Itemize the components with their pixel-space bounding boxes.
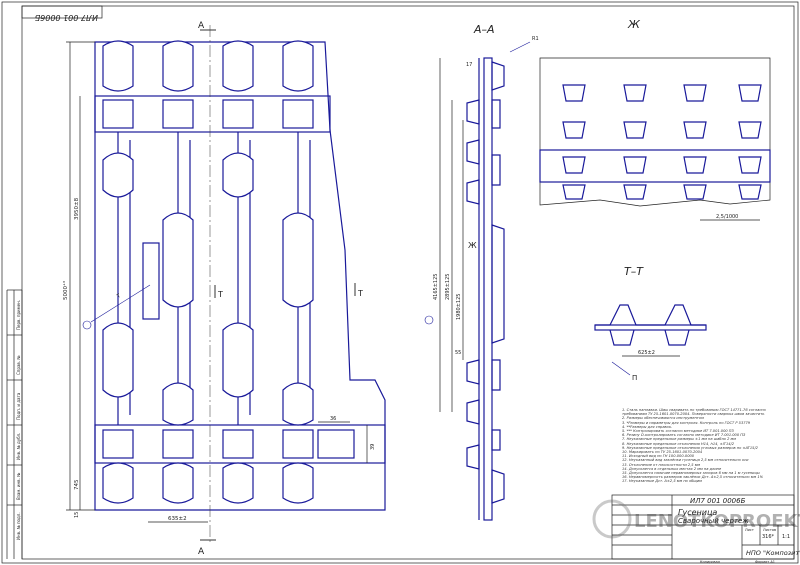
plan-view: А А Т Т Т	[82, 21, 386, 557]
dim-635: 635±2	[168, 516, 187, 522]
note-line: 16. Неравномерность размеров заклёпок Дс…	[622, 475, 764, 480]
title-sheets-label: Листов	[763, 528, 776, 532]
watermark-emblem	[592, 499, 632, 539]
dim-angle: 2,5/1000	[716, 214, 738, 220]
technical-notes: 1. Сталь наплавки. Швы сваривать по треб…	[622, 408, 792, 484]
plan-dimensions: 5000⁺³ 3950±8 745 15 635±2 36 39	[62, 41, 376, 523]
dim-36: 36	[330, 416, 336, 422]
section-tt-view: Т–Т 625±2 П	[594, 265, 707, 382]
note-line: 8. Неуказанные предельные отклонения Н14…	[622, 441, 735, 446]
strip-label-5: Взам. инв. №	[16, 473, 21, 500]
track-outline	[94, 41, 386, 511]
dim-1980: 1980±125	[456, 294, 462, 320]
dim-p: П	[632, 374, 637, 382]
corner-stamp-code: ИЛ7 001 0006Б	[34, 13, 98, 22]
section-aa-view: А–А 4165±125 2895±125 1980±125 55 R1 17	[424, 23, 539, 521]
notes-list: 1. Сталь наплавки. Швы сваривать по треб…	[622, 408, 792, 484]
watermark: LENOTKOPROEKT	[592, 499, 800, 539]
title-mass: 316*	[762, 534, 775, 540]
note-line: 15. Допускается наличие неравномерных за…	[622, 471, 760, 476]
strip-label-3: Подп. и дата	[16, 392, 21, 420]
view-zh-title: Ж	[627, 18, 641, 31]
note-line: 13. Отклонение от плоскостности 2,5 мм	[622, 462, 701, 467]
title-block: ИЛ7 001 0006Б Гусеница Сварочный чертеж …	[611, 494, 800, 564]
title-name-2: Сварочный чертеж	[678, 517, 749, 525]
strip-label-2: Справ. №	[16, 356, 21, 375]
corner-stamp: ИЛ7 001 0006Б	[21, 5, 103, 22]
note-line: 3. *Размеры и параметры для контроля. Ко…	[622, 420, 751, 425]
cut-a-bottom: А	[198, 547, 205, 557]
strip-label-6: Инв. № подл.	[16, 512, 21, 540]
top-crossbar	[94, 95, 331, 133]
title-scale: 1:1	[782, 534, 790, 540]
strip-label-4: Инв. № дубл.	[16, 433, 21, 460]
watermark-text: LENOTKOPROEKT	[634, 511, 800, 532]
note-line: 10. Маркировать по ТУ 25-1601-0070-2004	[622, 450, 703, 455]
title-copied: Копировал	[700, 560, 720, 564]
plan-callout: Т	[115, 293, 122, 301]
note-line: 1. Сталь наплавки. Швы сваривать по треб…	[622, 408, 766, 412]
section-tt-title: Т–Т	[624, 265, 644, 278]
inner-frame	[21, 5, 795, 560]
inspection-window	[142, 242, 160, 320]
title-name-1: Гусеница	[678, 508, 717, 517]
note-line: требованиям ТУ 25-1601-0070-2004. Поверх…	[622, 412, 765, 417]
cut-a-top: А	[198, 21, 205, 31]
dim-r1: R1	[532, 36, 539, 42]
strip-label-1: Перв. примен.	[16, 300, 21, 330]
dim-745: 745	[74, 479, 80, 490]
view-zh: Ж 2,5/1000	[539, 18, 771, 221]
dim-39: 39	[370, 444, 376, 450]
note-line: 11. Исходный вид по ГН 100-000-0000	[622, 454, 695, 459]
cut-zh-marker: Ж	[468, 241, 477, 250]
note-line: 2. Размеры обеспечиваются инструментом	[622, 416, 704, 421]
cut-t-left: Т	[217, 290, 223, 299]
title-code: ИЛ7 001 0006Б	[690, 497, 746, 505]
dim-625: 625±2	[638, 350, 655, 356]
note-line: 9. Неуказанные предельные отклонения угл…	[622, 445, 758, 450]
dim-3950: 3950±8	[74, 197, 80, 220]
title-org: НПО "Композит"	[746, 549, 800, 557]
dim-2895: 2895±125	[445, 274, 451, 300]
note-line: 4. **Размеры для справок.	[622, 424, 673, 429]
note-line: 5. *** Контролировать согласно методике …	[622, 429, 734, 434]
title-format: Формат А1	[755, 560, 775, 564]
side-strip: Перв. примен. Справ. № Подп. и дата Инв.…	[6, 289, 23, 559]
note-line: 7. Неуказанные предельные размеры ±1 мм …	[622, 437, 736, 442]
dim-4165: 4165±125	[433, 274, 439, 300]
cut-t-right: Т	[357, 289, 363, 298]
dim-17: 17	[466, 62, 472, 68]
section-aa-title: А–А	[473, 23, 495, 36]
title-sheet-label: Лист	[745, 528, 754, 532]
dim-5000: 5000⁺³	[62, 281, 69, 300]
dim-15: 15	[74, 512, 80, 518]
note-line: 17. Неуказанные Дст. А±2,5 мм по общим	[622, 479, 702, 484]
note-line: 6. Резину О-контролировать согласно мето…	[622, 433, 746, 438]
note-line: 14. Допускается в отдельных местах 2 мм …	[622, 466, 722, 471]
note-line: 12. Неуказанный вид заклёпки гусеница 2,…	[622, 458, 749, 463]
dim-55: 55	[455, 350, 461, 356]
